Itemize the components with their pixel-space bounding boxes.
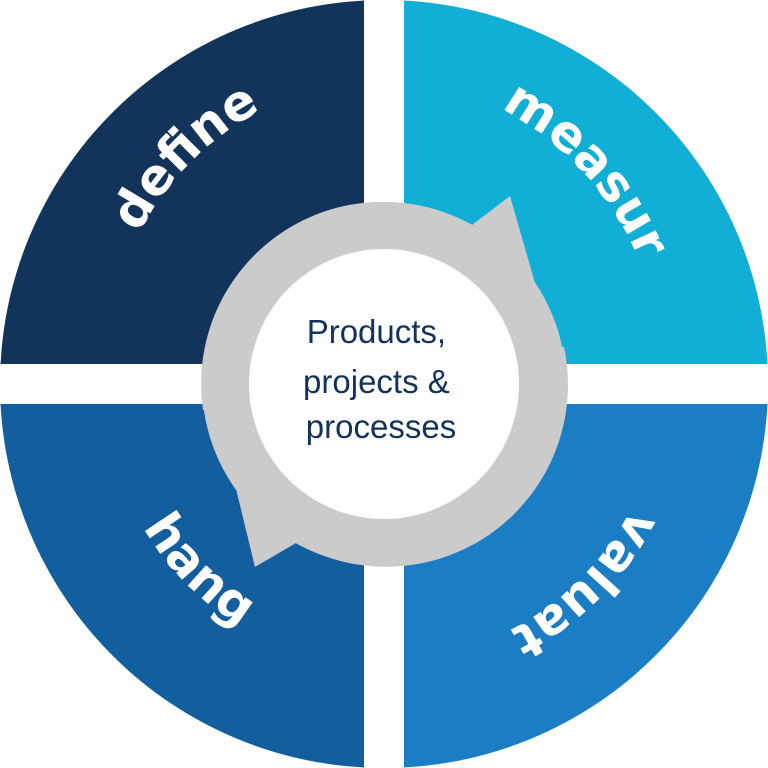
center-line-3: processes <box>306 408 456 445</box>
cycle-arrow-upper-icon <box>201 196 541 431</box>
cycle-arrows-icon <box>201 196 568 567</box>
cycle-arrow-lower-icon <box>230 330 568 567</box>
center-line-1: Products, <box>307 313 446 350</box>
center-title: Products, projects & processes <box>303 313 459 445</box>
center-circle <box>249 249 519 519</box>
center-line-2: projects & <box>303 363 450 400</box>
